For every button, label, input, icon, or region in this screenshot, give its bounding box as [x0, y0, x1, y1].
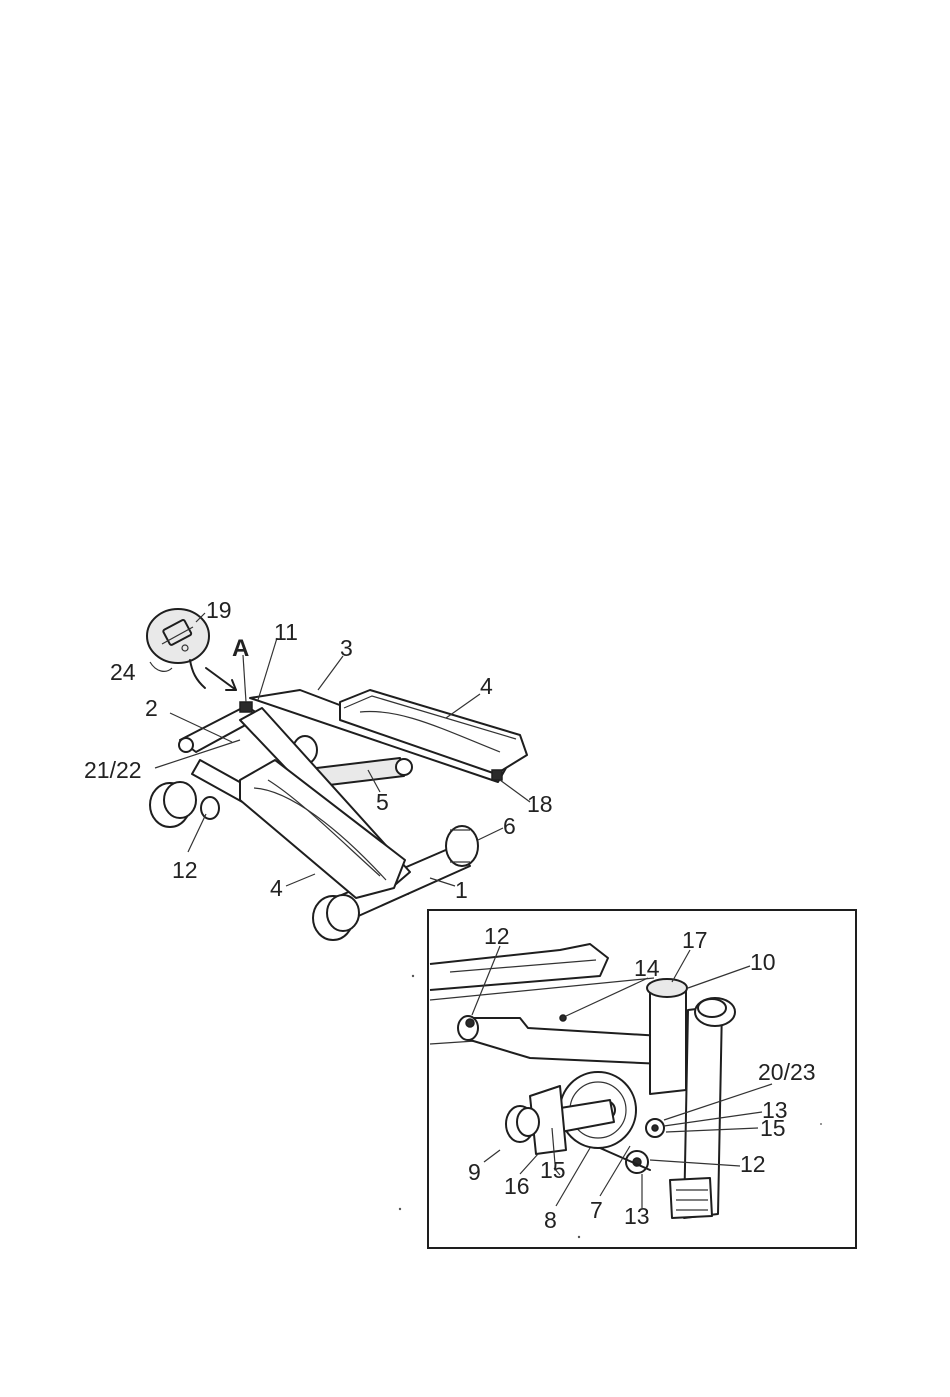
label-detail-7: 7	[590, 1197, 603, 1223]
assembly-arrow	[206, 668, 236, 690]
label-part-19: 19	[206, 597, 232, 623]
label-detail-12-top: 12	[484, 923, 510, 949]
detail-inset: 12 14 17 10 20/23 13 15 12 9 16 15 8 7 1…	[428, 910, 856, 1248]
label-detail-12-bottom: 12	[740, 1151, 766, 1177]
label-detail-20-23: 20/23	[758, 1059, 816, 1085]
label-part-6: 6	[503, 813, 516, 839]
label-part-24: 24	[110, 659, 136, 685]
label-part-12: 12	[172, 857, 198, 883]
label-detail-15-left: 15	[540, 1157, 566, 1183]
label-part-a: A	[232, 635, 249, 662]
label-part-4-rear: 4	[480, 673, 493, 699]
label-part-3: 3	[340, 635, 353, 661]
label-part-4-front: 4	[270, 875, 283, 901]
label-detail-14: 14	[634, 955, 660, 981]
label-detail-17: 17	[682, 927, 708, 953]
label-part-1: 1	[455, 877, 468, 903]
label-part-11: 11	[274, 619, 298, 645]
label-detail-13-bottom: 13	[624, 1203, 650, 1229]
label-detail-16: 16	[504, 1173, 530, 1199]
label-part-21-22: 21/22	[84, 757, 142, 783]
label-part-18: 18	[527, 791, 553, 817]
label-part-5: 5	[376, 789, 389, 815]
counter-monitor-icon	[147, 609, 209, 688]
label-detail-15-right: 15	[760, 1115, 786, 1141]
stepper-main-illustration: 19 11 A 3 24 4 2 21/22 5 18 6 12 4 1	[84, 597, 553, 940]
label-part-2: 2	[145, 695, 158, 721]
label-detail-9: 9	[468, 1159, 481, 1185]
label-detail-10: 10	[750, 949, 776, 975]
connection-point-a	[240, 702, 252, 712]
label-detail-8: 8	[544, 1207, 557, 1233]
